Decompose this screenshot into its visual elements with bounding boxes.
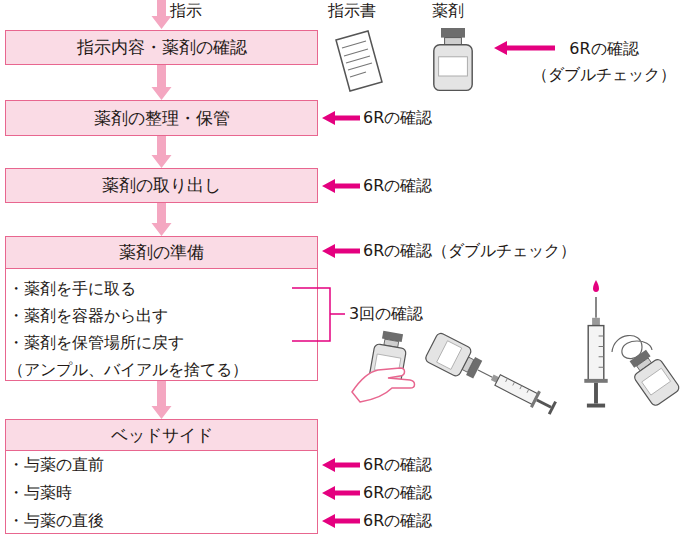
document-lines <box>342 41 372 77</box>
discard-motion <box>612 336 652 359</box>
process-box: 指示内容・薬剤の確認 <box>5 30 318 65</box>
flow-arrow <box>152 65 172 100</box>
check-note: 6Rの確認 <box>363 453 503 477</box>
upright-syringe <box>584 297 607 408</box>
callout-arrow <box>322 514 360 528</box>
callout-arrow <box>322 244 360 258</box>
callout-arrows <box>322 41 555 528</box>
icon-label: 薬剤 <box>432 0 492 22</box>
callout-arrow <box>322 486 360 500</box>
box-heading: 薬剤の準備 <box>6 237 317 269</box>
process-box: 薬剤の取り出し <box>5 168 318 203</box>
check-note: 6Rの確認 <box>363 106 503 130</box>
hand-with-vial <box>352 330 415 402</box>
instruction-label: 指示 <box>170 0 230 22</box>
flow-arrow <box>152 136 172 168</box>
process-box: ベッドサイド・与薬の直前・与薬時・与薬の直後 <box>5 419 318 534</box>
callout-arrow <box>494 41 555 55</box>
box-heading: 薬剤の取り出し <box>6 169 317 202</box>
check-note: 6Rの確認 <box>363 509 503 533</box>
callout-arrow <box>322 458 360 472</box>
filled-syringe <box>584 280 607 408</box>
held-vial <box>368 330 409 387</box>
check-count-note: 3回の確認 <box>349 302 469 326</box>
check-note: 6Rの確認 <box>363 174 503 198</box>
icon-label: 指示書 <box>328 0 398 22</box>
bullet-item: ・与薬の直後 <box>8 507 298 535</box>
process-box: 薬剤の整理・保管 <box>5 100 318 136</box>
bullet-item: ・与薬の直前 <box>8 451 298 479</box>
document-icon <box>336 31 382 91</box>
thrown-vial <box>625 346 680 407</box>
bullet-item: ・薬剤を手に取る <box>8 275 263 302</box>
bullet-item: ・薬剤を容器から出す <box>8 302 263 329</box>
discarded-vial <box>612 336 680 408</box>
flow-arrow <box>152 381 172 419</box>
check-note: 6Rの確認 <box>363 481 503 505</box>
start-arrow <box>152 0 172 29</box>
callout-arrow <box>322 179 360 193</box>
process-box: 薬剤の準備・薬剤を手に取る・薬剤を容器から出す・薬剤を保管場所に戻す （アンプル… <box>5 236 318 381</box>
bullet-item: ・薬剤を保管場所に戻す （アンプル、バイアルを捨てる） <box>8 329 263 383</box>
check-note: 6Rの確認（ダブルチェック） <box>363 239 673 263</box>
bullet-item: ・与薬時 <box>8 479 298 507</box>
vial-icon <box>434 28 472 90</box>
box-heading: 薬剤の整理・保管 <box>6 101 317 135</box>
box-body: ・薬剤を手に取る・薬剤を容器から出す・薬剤を保管場所に戻す （アンプル、バイアル… <box>6 269 317 383</box>
drawing-up-drug <box>424 332 558 417</box>
box-body: ・与薬の直前・与薬時・与薬の直後 <box>6 451 317 535</box>
document-sheet <box>336 31 382 91</box>
syringe-in-vial <box>474 362 558 417</box>
inverted-vial <box>424 332 485 384</box>
callout-arrow <box>322 111 360 125</box>
drug-drop <box>593 280 599 292</box>
box-heading: ベッドサイド <box>6 420 317 451</box>
hand <box>352 368 415 402</box>
box-heading: 指示内容・薬剤の確認 <box>6 31 317 64</box>
check-note: 6Rの確認 （ダブルチェック） <box>528 36 680 88</box>
flow-arrow <box>152 203 172 236</box>
